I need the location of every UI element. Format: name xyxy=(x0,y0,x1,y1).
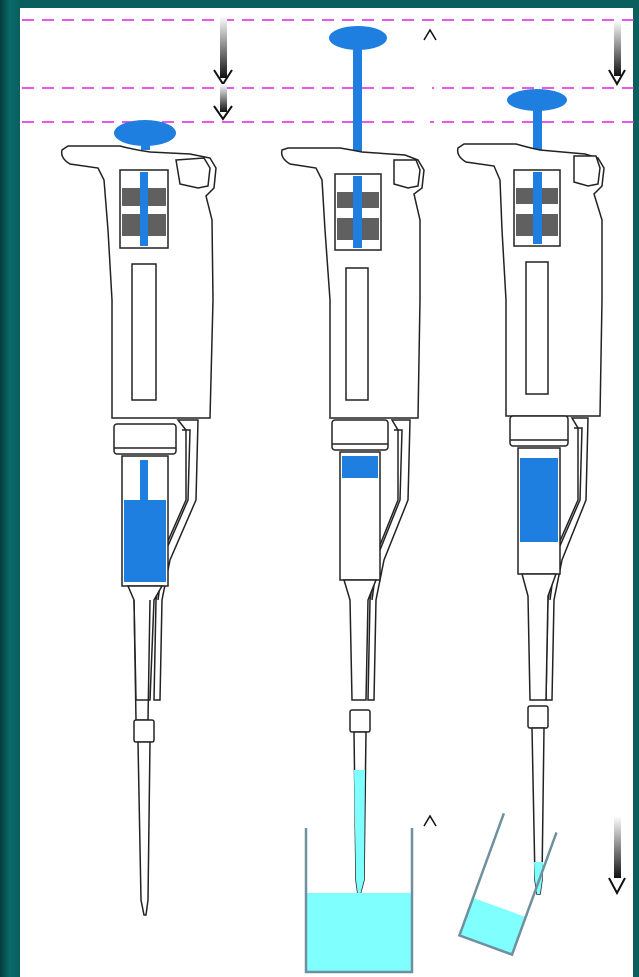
pipette-2 xyxy=(282,26,436,972)
pipette-1 xyxy=(62,16,232,915)
up-arrow-icon xyxy=(424,816,436,888)
down-arrow-icon xyxy=(214,84,232,119)
barrel-fluid xyxy=(520,458,558,542)
down-arrow-icon xyxy=(609,816,625,893)
pipette-3 xyxy=(458,20,625,955)
barrel-fluid xyxy=(124,500,166,582)
down-arrow-icon xyxy=(214,16,232,84)
barrel-fluid xyxy=(342,456,378,478)
down-arrow-icon xyxy=(609,20,625,84)
beaker-liquid xyxy=(306,893,412,972)
